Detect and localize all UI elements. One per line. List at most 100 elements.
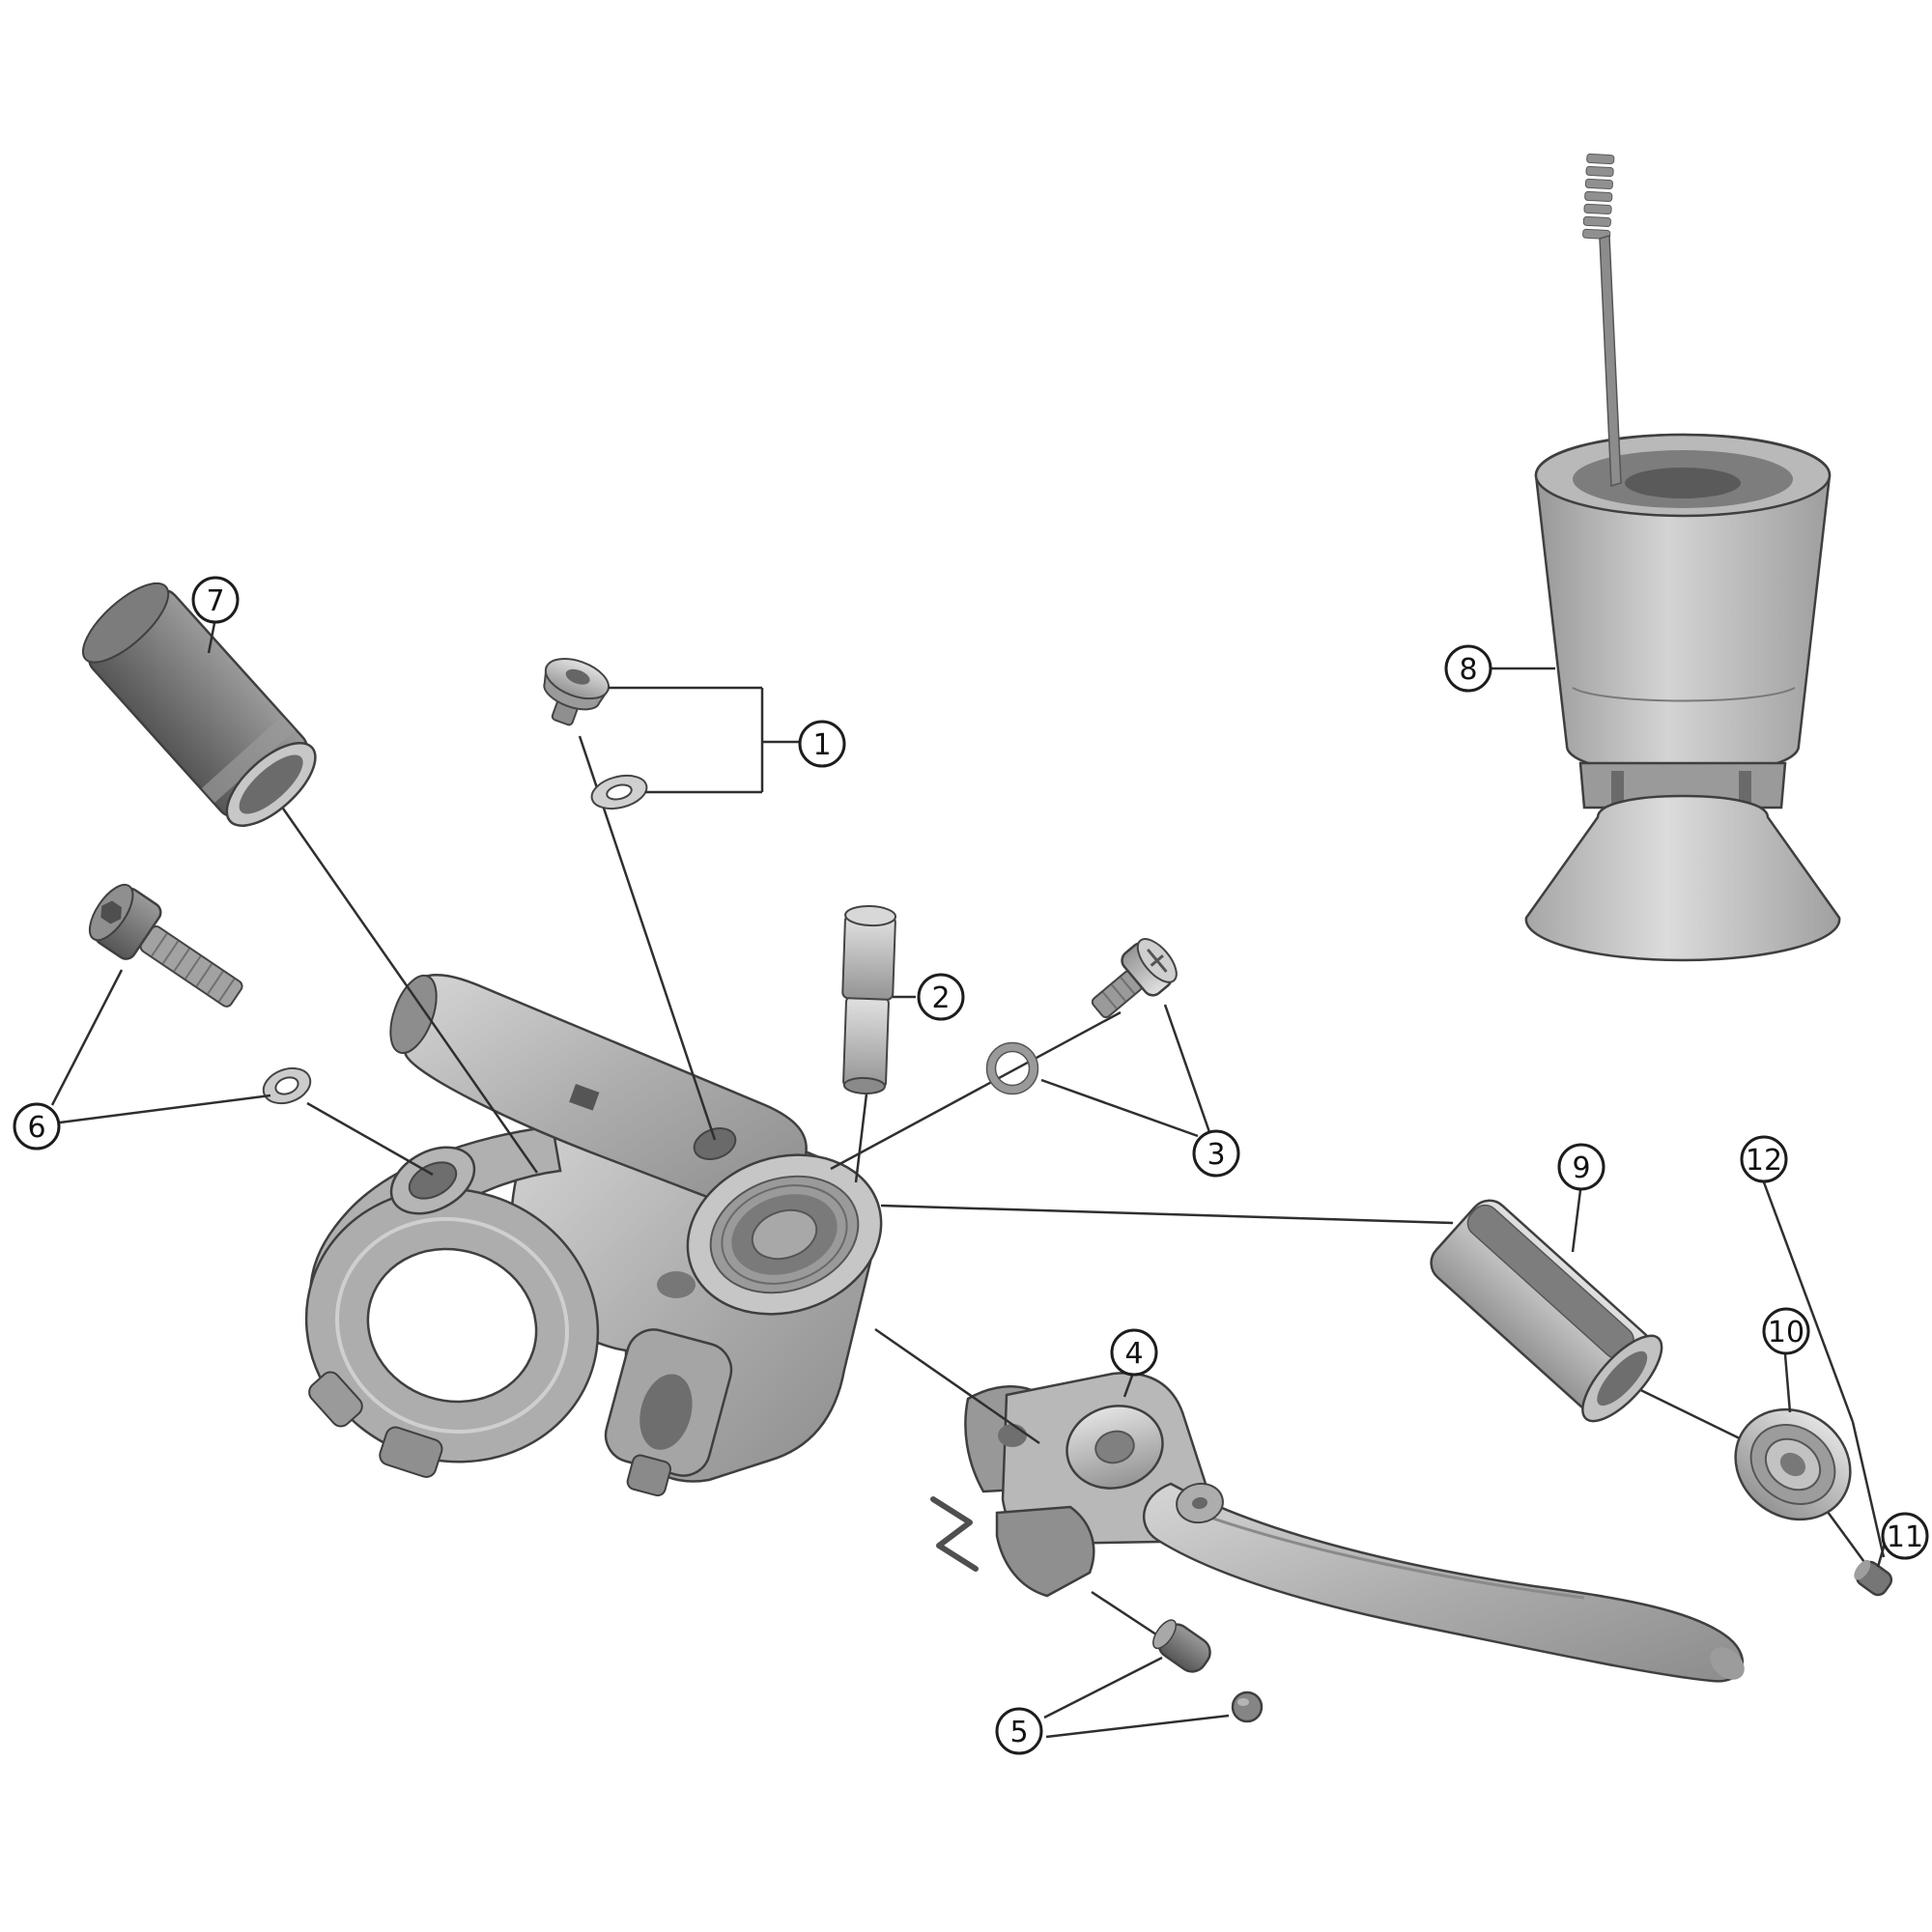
- axis-line-part7: [272, 795, 539, 1174]
- sleeve-bore: [239, 754, 303, 814]
- axis-line-part9: [880, 1204, 1454, 1225]
- funnel-plunger: [1582, 153, 1622, 487]
- callout-circle: [917, 973, 965, 1021]
- cap-highlight: [1237, 1698, 1249, 1706]
- callout-6: 6: [13, 1102, 61, 1151]
- callout-number: 3: [1207, 1138, 1225, 1172]
- callout-number: 1: [812, 728, 831, 762]
- grip-rib: [1584, 190, 1613, 203]
- callout-circle: [995, 1707, 1043, 1755]
- callout-number: 11: [1887, 1520, 1923, 1554]
- boss-hole: [408, 1161, 458, 1200]
- callout-number: 5: [1009, 1716, 1028, 1749]
- callout-2: 2: [917, 973, 965, 1021]
- clamp-cover-sleeve: [81, 582, 317, 827]
- clamp-bolt: [88, 883, 243, 1008]
- barrel-port-hole: [569, 1084, 600, 1111]
- callout-leader-7: [207, 622, 216, 654]
- lever-body: [304, 974, 883, 1497]
- grip-rib: [1583, 203, 1612, 214]
- grip-rib: [1585, 165, 1614, 178]
- axis-line-part5: [1091, 1590, 1166, 1642]
- lever-blade-assembly: [930, 1372, 1745, 1683]
- clamp-bolt-washer: [262, 1066, 312, 1105]
- callout-number: 4: [1124, 1337, 1143, 1371]
- callout-bracket-3: [1040, 1078, 1199, 1138]
- grip-rib: [1586, 153, 1615, 165]
- bolt-thread: [161, 940, 180, 965]
- lever-pivot-fork: [604, 1328, 733, 1497]
- callouts: 1 2 3 4 5 6 7 8: [13, 576, 1929, 1755]
- reservoir-screw: [543, 658, 610, 726]
- callout-bracket-12: [1851, 1421, 1886, 1558]
- clamp-ring-highlight: [335, 1216, 569, 1435]
- grip-rib: [1584, 178, 1613, 190]
- callout-circle: [1110, 1328, 1158, 1377]
- callout-leader-10: [1783, 1353, 1792, 1413]
- callout-circle: [1192, 1129, 1240, 1178]
- fork-slot: [639, 1374, 693, 1450]
- callout-number: 2: [931, 981, 950, 1015]
- bolt-thread: [207, 971, 224, 995]
- callout-11: 11: [1881, 1512, 1929, 1560]
- screw-thread: [1111, 983, 1126, 1002]
- bushing-end: [1152, 1619, 1178, 1650]
- callout-1: 1: [798, 720, 846, 768]
- hex-socket: [100, 900, 122, 924]
- blade-ridge: [1179, 1505, 1585, 1600]
- clamp-hinge-knuckle: [308, 1371, 363, 1428]
- callout-circle: [1762, 1307, 1810, 1355]
- callout-bracket-5: [1045, 1714, 1230, 1739]
- pivot-bushing: [1152, 1619, 1211, 1673]
- fork-stub: [626, 1454, 671, 1497]
- funnel-seam: [1572, 687, 1796, 702]
- assembly-axis-lines: [272, 735, 1874, 1642]
- pin-bottom: [842, 1076, 886, 1094]
- body-detail-hole: [657, 1271, 696, 1298]
- knuckle-hole: [1192, 1496, 1208, 1510]
- cap-dome: [1231, 1690, 1264, 1723]
- screw-thread: [1101, 991, 1118, 1009]
- callout-8: 8: [1444, 644, 1492, 693]
- axis-line-part6: [306, 1101, 434, 1177]
- pin-top: [844, 905, 897, 927]
- blade-secondary-knuckle: [1176, 1482, 1224, 1524]
- plug-face: [1854, 1559, 1871, 1580]
- end-plug: [1854, 1559, 1893, 1597]
- blade-tip-flare: [1710, 1647, 1745, 1680]
- bore-thread-ring: [721, 1184, 848, 1285]
- callout-9: 9: [1557, 1143, 1605, 1191]
- return-spring-wire: [930, 1496, 979, 1572]
- callout-bracket-3: [1163, 1004, 1211, 1133]
- callout-number: 12: [1746, 1144, 1782, 1178]
- callout-leader-lines: [50, 622, 1887, 1739]
- callout-number: 10: [1768, 1316, 1804, 1350]
- pivot-cap: [1231, 1690, 1264, 1723]
- callout-leader-4: [1122, 1375, 1134, 1398]
- blade: [1142, 1482, 1745, 1683]
- phillips-cross: [1150, 954, 1164, 967]
- axis-line-part3: [830, 1010, 1122, 1171]
- callout-bracket-6: [50, 969, 124, 1106]
- o-ring-outline-inner: [994, 1050, 1031, 1087]
- grommet-hole: [1779, 1452, 1806, 1477]
- blade-roller: [998, 1424, 1027, 1447]
- reservoir-bore: [686, 1153, 883, 1316]
- o-ring-outline-outer: [985, 1041, 1039, 1095]
- callout-circle: [191, 576, 240, 624]
- bolt-thread: [173, 948, 190, 972]
- callout-7: 7: [191, 576, 240, 624]
- funnel-collar: [1578, 761, 1787, 810]
- callout-number: 8: [1459, 653, 1477, 687]
- handlebar-clamp-ring: [304, 1187, 600, 1478]
- callout-number: 9: [1572, 1151, 1590, 1185]
- callout-number: 6: [27, 1111, 45, 1145]
- screw-thread: [1120, 977, 1135, 995]
- callout-circle: [1740, 1135, 1788, 1183]
- bolt-thread: [151, 932, 168, 957]
- clamp-ring-inner: [366, 1247, 538, 1404]
- bleed-funnel: [1524, 153, 1841, 962]
- screw-socket: [565, 668, 590, 685]
- callout-bracket-5: [1043, 1656, 1163, 1719]
- gasket-hole: [606, 783, 633, 801]
